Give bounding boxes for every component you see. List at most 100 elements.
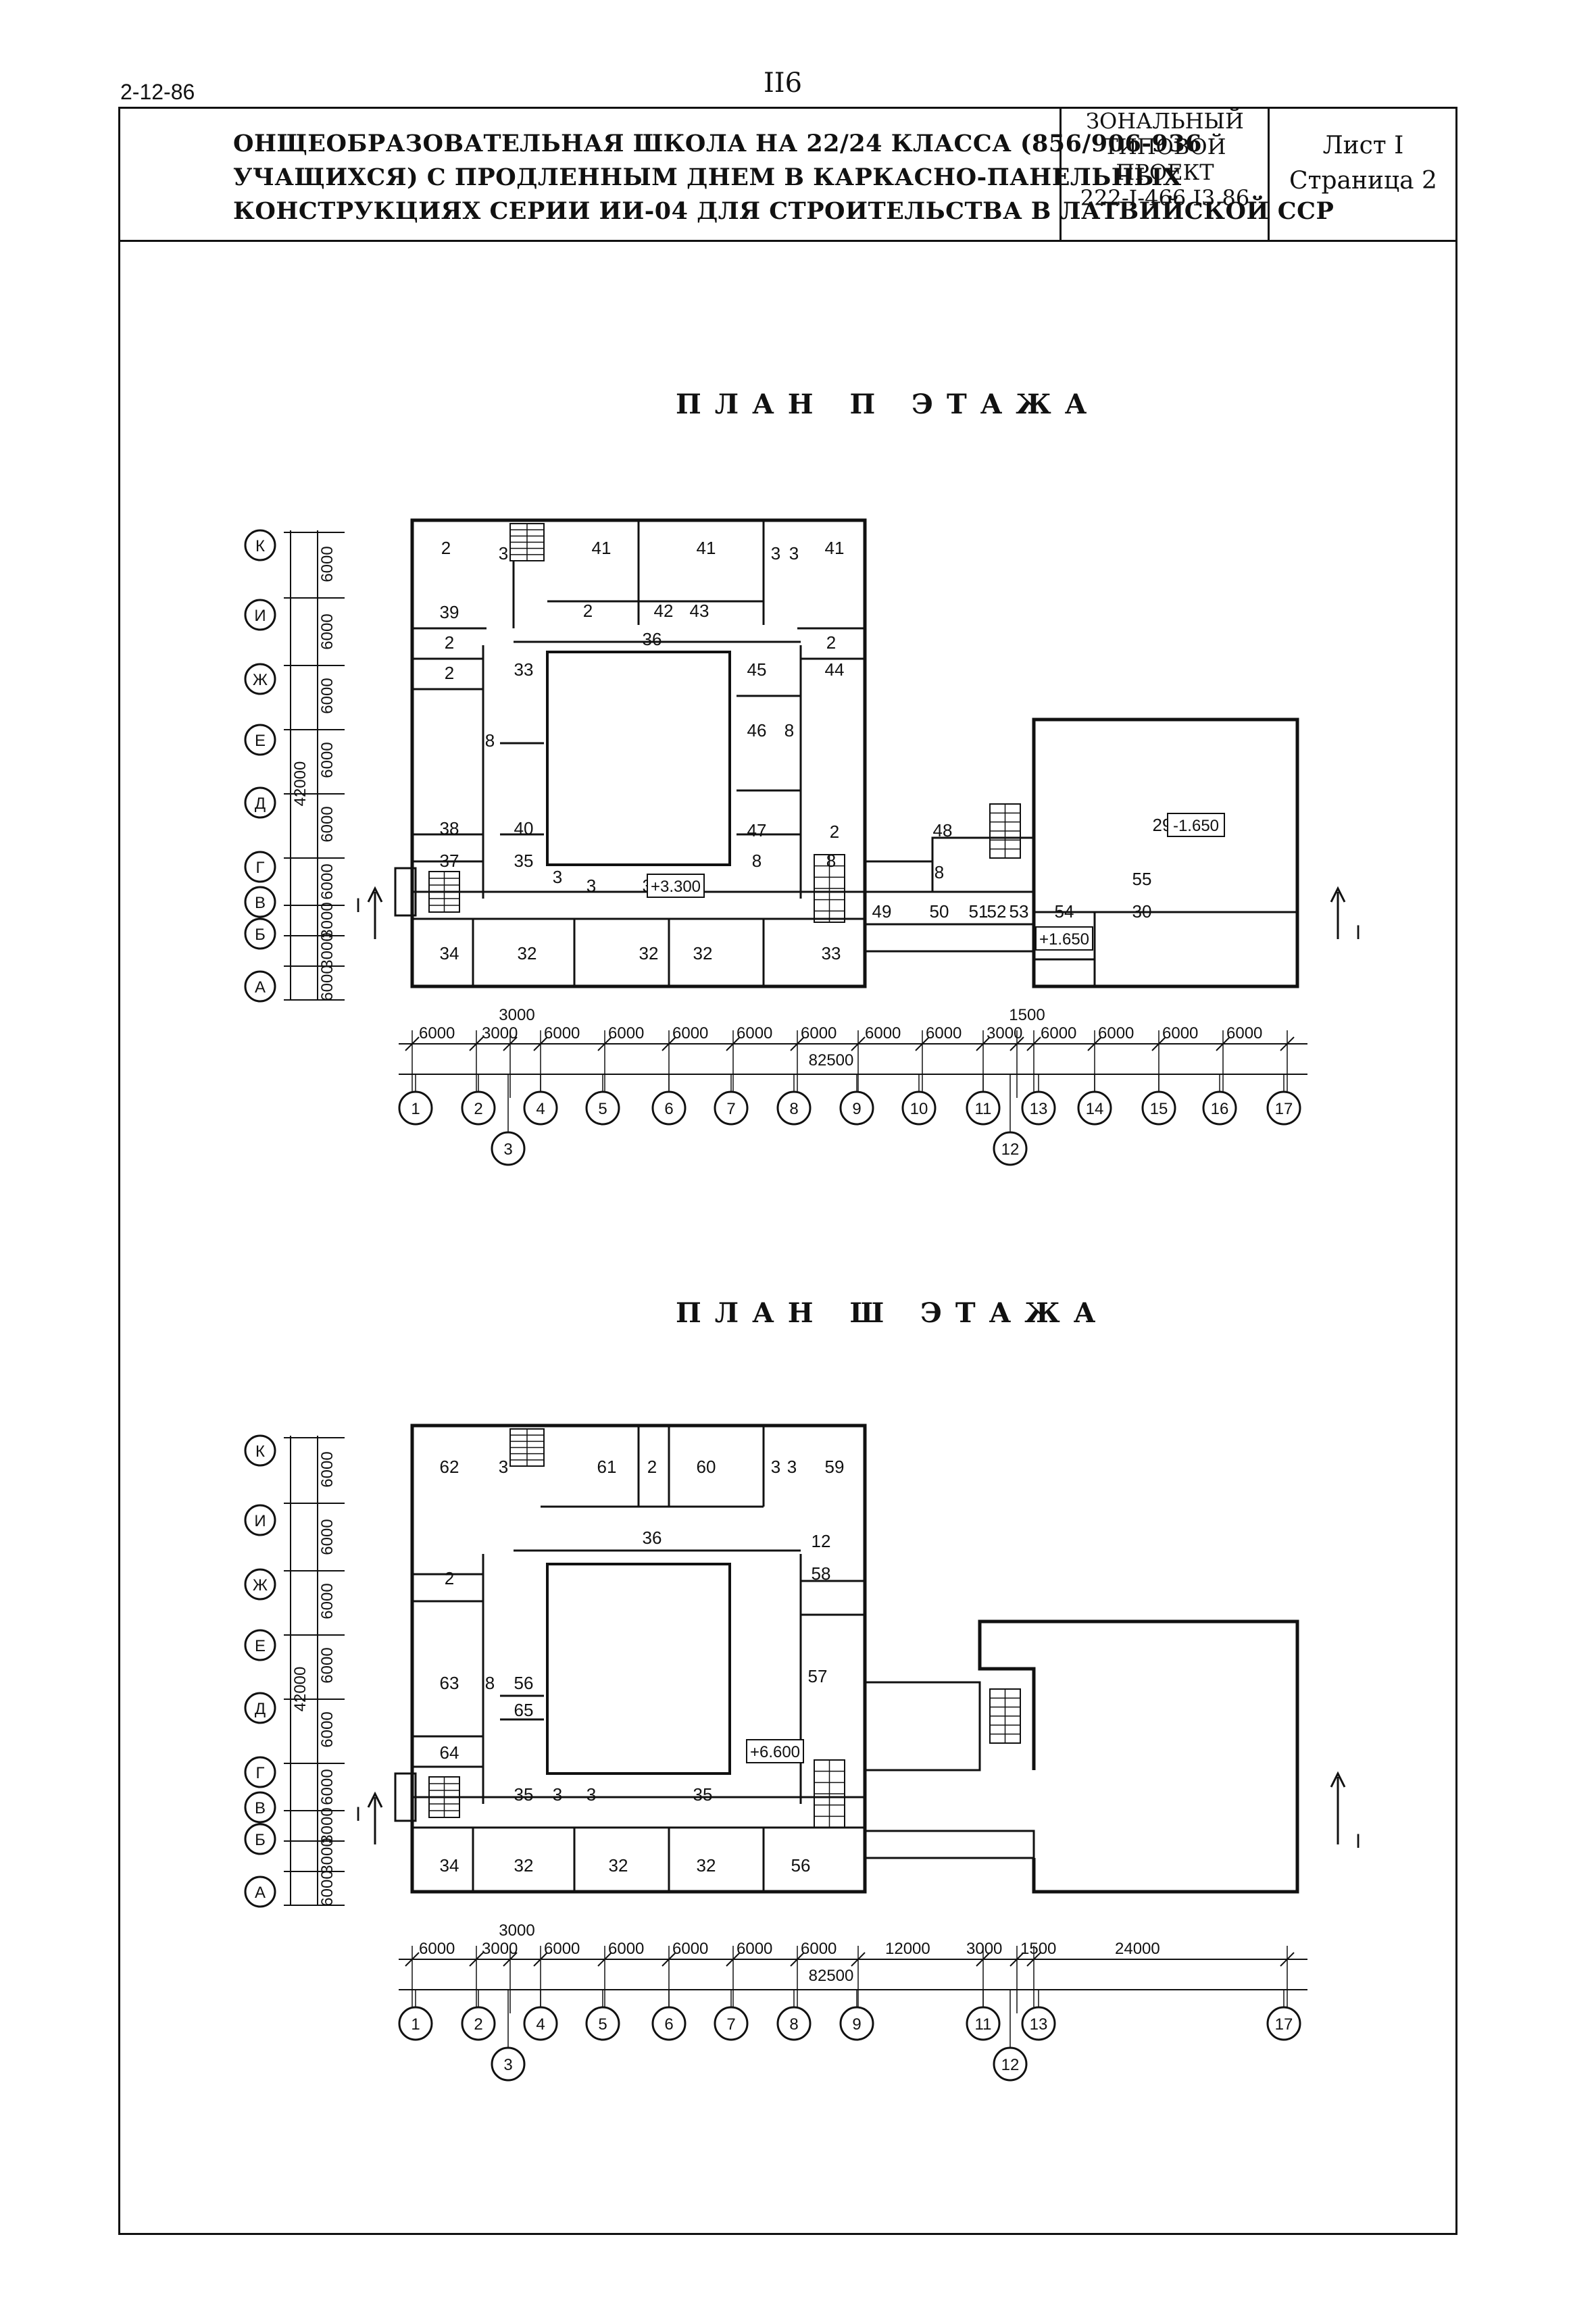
room-number: 52 — [987, 901, 1007, 922]
dimension-label: 6000 — [1226, 1024, 1262, 1042]
room-number: 56 — [514, 1673, 534, 1693]
room-number: 2 — [826, 632, 836, 653]
room-number: 3 — [587, 1784, 596, 1805]
level-mark: -1.650 — [1173, 817, 1219, 835]
column-axis-label: 17 — [1275, 1100, 1293, 1118]
axis-label: В — [255, 1799, 266, 1817]
room-number: 3 — [587, 876, 596, 896]
column-axis-marker — [461, 1090, 496, 1126]
room-number: 33 — [514, 659, 534, 680]
level-mark-box — [1167, 813, 1225, 837]
courtyard — [546, 1563, 731, 1775]
column-axis-marker — [993, 2046, 1028, 2082]
dimension-label: 6000 — [419, 1940, 455, 1958]
room-number: 3 — [787, 1457, 797, 1477]
axis-label: К — [255, 537, 265, 555]
axis-label: Б — [255, 926, 266, 944]
column-axis-label: 1 — [411, 1100, 420, 1118]
column-axis-label: 2 — [474, 2015, 482, 2034]
room-number: 62 — [440, 1457, 459, 1477]
column-axis-marker — [776, 1090, 812, 1126]
dimension-label: 6000 — [737, 1940, 772, 1958]
room-number: 32 — [514, 1855, 534, 1876]
section-arrow — [1330, 1771, 1346, 1788]
room-number: 53 — [1009, 901, 1029, 922]
dimension-label: 6000 — [801, 1940, 837, 1958]
room-number: 44 — [825, 659, 845, 680]
dimension-label: 6000 — [318, 1519, 336, 1555]
column-axis-label: 7 — [726, 2015, 735, 2034]
dimension-tick — [1026, 1952, 1041, 1967]
dimension-label: 3000 — [499, 1006, 534, 1024]
room-number: 3 — [771, 1457, 780, 1477]
section-mark: I — [355, 895, 361, 917]
room-number: 36 — [643, 1528, 662, 1548]
dimension-tick — [790, 1036, 805, 1051]
column-axis-label: 9 — [852, 1100, 861, 1118]
column-axis-marker — [523, 2006, 558, 2041]
axis-marker-Ж — [244, 1568, 276, 1601]
axis-marker-Е — [244, 724, 276, 756]
dimension-tick — [726, 1952, 741, 1967]
room-number: 34 — [440, 943, 459, 963]
dimension-tick — [597, 1952, 612, 1967]
level-mark-box — [746, 1739, 804, 1763]
column-axis-label: 3 — [503, 1140, 512, 1159]
dimension-tick — [469, 1952, 484, 1967]
column-axis-marker — [398, 1090, 433, 1126]
room-number: 49 — [872, 901, 892, 922]
room-number: 47 — [747, 820, 767, 840]
dimension-label: 1500 — [1009, 1006, 1045, 1024]
room-number: 32 — [693, 943, 713, 963]
room-number: 32 — [697, 1855, 716, 1876]
room-number: 38 — [440, 818, 459, 838]
dimension-tick — [790, 1952, 805, 1967]
column-axis-label: 4 — [536, 1100, 545, 1118]
room-number: 41 — [825, 538, 845, 558]
project-line: 222-I-466.I3.86 — [1080, 185, 1250, 211]
dimension-label: 3000 — [966, 1940, 1002, 1958]
level-mark-box — [1035, 926, 1093, 951]
room-number: 2 — [830, 822, 839, 842]
title-line: КОНСТРУКЦИЯХ СЕРИИ ИИ-04 ДЛЯ СТРОИТЕЛЬСТ… — [233, 197, 1335, 225]
column-axis-label: 8 — [789, 1100, 798, 1118]
column-axis-marker — [523, 1090, 558, 1126]
room-number: 56 — [791, 1855, 811, 1876]
section-arrow — [1330, 886, 1346, 903]
dimension-label: 6000 — [1041, 1024, 1076, 1042]
axis-marker-Б — [244, 917, 276, 950]
floor-plan-3: КИЖЕДГВБА6000600060006000600060003000300… — [244, 1424, 1361, 2082]
room-number: 36 — [643, 629, 662, 649]
axis-marker-Б — [244, 1823, 276, 1855]
dimension-tick — [1151, 1036, 1166, 1051]
room-number: 50 — [930, 901, 949, 922]
column-axis-marker — [1266, 1090, 1301, 1126]
dimension-label: 6000 — [318, 1870, 336, 1906]
room-number: 43 — [690, 601, 709, 621]
dimension-label: 6000 — [801, 1024, 837, 1042]
column-axis-marker — [1077, 1090, 1112, 1126]
room-number: 3 — [789, 543, 799, 563]
column-axis-label: 5 — [598, 2015, 607, 2034]
room-number: 8 — [485, 1673, 495, 1693]
room-number: 35 — [514, 851, 534, 871]
axis-marker-И — [244, 599, 276, 631]
axis-marker-Д — [244, 1692, 276, 1724]
column-axis-label: 6 — [664, 2015, 673, 2034]
column-axis-label: 8 — [789, 2015, 798, 2034]
room-number: 48 — [933, 820, 953, 840]
title-block-divider — [1059, 107, 1062, 242]
dimension-label: 6000 — [318, 863, 336, 899]
dimension-tick — [851, 1036, 866, 1051]
dimension-label: 6000 — [419, 1024, 455, 1042]
column-axis-label: 14 — [1086, 1100, 1104, 1118]
column-axis-label: 12 — [1001, 2056, 1020, 2074]
room-number: 45 — [747, 659, 767, 680]
axis-label: И — [254, 1512, 266, 1530]
dimension-tick — [503, 1036, 518, 1051]
dimension-tick — [1216, 1036, 1230, 1051]
column-axis-label: 10 — [910, 1100, 928, 1118]
axis-marker-А — [244, 1876, 276, 1908]
column-axis-label: 4 — [536, 2015, 545, 2034]
page-number: II6 — [764, 68, 803, 99]
